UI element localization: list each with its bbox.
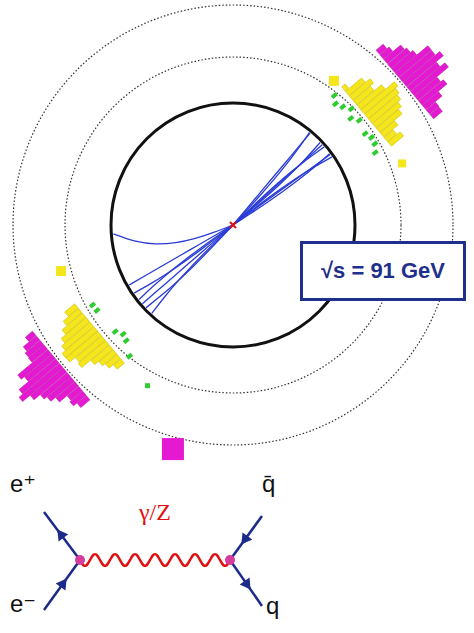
isolated-deposit: [145, 383, 150, 388]
energy-cluster: [0, 286, 144, 434]
hit-marker: [368, 134, 375, 141]
hit-marker: [126, 353, 133, 360]
isolated-deposit: [398, 159, 406, 167]
hit-marker: [331, 92, 338, 99]
particle-label: e⁺: [10, 472, 36, 496]
middle-detector-ring: [65, 57, 401, 393]
hit-marker: [339, 103, 346, 110]
track: [152, 225, 233, 313]
particle-label: e⁻: [10, 592, 36, 616]
particle-label: q: [266, 594, 279, 618]
boson-label: γ/Z: [139, 500, 171, 524]
tracker-boundary: [111, 103, 355, 347]
hit-marker: [348, 105, 355, 112]
energy-cluster: [323, 19, 470, 163]
hadronic-deposit: [25, 331, 36, 341]
fermion-arrow: [241, 533, 252, 545]
isolated-deposit: [56, 266, 66, 276]
fermion-line: [230, 516, 262, 560]
particle-label: q̄: [262, 472, 275, 496]
boson-propagator: [80, 554, 230, 566]
detector: [13, 5, 453, 445]
isolated-deposit: [329, 76, 339, 86]
hit-marker: [362, 130, 369, 137]
energy-label: √s = 91 GeV: [321, 258, 445, 284]
em-deposit: [388, 132, 404, 146]
hit-marker: [89, 302, 96, 309]
fermion-arrow: [240, 578, 251, 590]
track: [142, 225, 233, 304]
fermion-line: [44, 560, 80, 610]
track: [233, 147, 324, 225]
fermion-line: [230, 560, 262, 606]
track: [233, 132, 309, 225]
hit-marker: [112, 328, 119, 335]
hit-marker: [123, 337, 130, 344]
track: [113, 225, 233, 244]
interaction-point: [230, 222, 236, 228]
hit-marker: [371, 140, 378, 147]
fermion-arrow: [57, 530, 68, 542]
energy-box: √s = 91 GeV: [300, 241, 466, 301]
hit-marker: [93, 307, 100, 314]
track: [233, 133, 310, 225]
outer-detector-ring: [13, 5, 453, 445]
hit-marker: [372, 149, 379, 156]
hit-marker: [356, 117, 363, 124]
hit-marker: [347, 115, 354, 122]
calorimeter-deposits: [0, 19, 470, 460]
em-deposit: [65, 304, 78, 317]
hadronic-deposit: [430, 107, 442, 119]
track: [129, 225, 233, 285]
isolated-deposit: [162, 438, 184, 460]
track: [233, 157, 332, 225]
feynman-diagram: [44, 512, 262, 610]
hit-marker: [332, 100, 339, 107]
track: [139, 225, 233, 300]
fermion-line: [44, 512, 80, 560]
fermion-arrow: [56, 579, 67, 591]
vertex: [75, 555, 85, 565]
hit-marker: [120, 331, 127, 338]
vertex: [225, 555, 235, 565]
